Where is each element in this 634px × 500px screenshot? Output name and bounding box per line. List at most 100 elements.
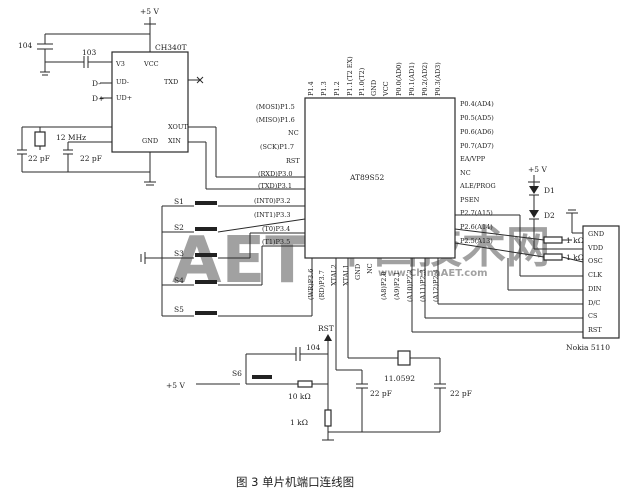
svg-text:S5: S5 (174, 305, 184, 314)
svg-text:S1: S1 (174, 197, 184, 206)
usb-dminus: D- (92, 79, 101, 88)
diode-d1-label: D1 (544, 186, 555, 195)
mcu-chip: AT89S52 P1.4 P1.3 P1.2 P1.1(T2 EX) P1.0(… (254, 56, 496, 302)
res-1k-a-label: 1 kΩ (566, 236, 584, 245)
svg-text:P1.4: P1.4 (307, 81, 315, 96)
power-label-reset: +5 V (166, 381, 185, 390)
svg-text:UD+: UD+ (116, 94, 132, 102)
cap-104-left-label: 104 (18, 41, 33, 50)
crystal-11m-label: 11.0592 (384, 374, 415, 383)
switch-bank: S1 S2 S3 S4 S5 (140, 197, 313, 317)
svg-text:(RD)P3.7: (RD)P3.7 (318, 270, 326, 300)
svg-text:P2.7(A15): P2.7(A15) (460, 209, 493, 217)
svg-text:P0.0(AD0): P0.0(AD0) (395, 62, 403, 96)
svg-text:XTAL2: XTAL2 (330, 264, 338, 286)
svg-text:CLK: CLK (588, 271, 602, 279)
svg-text:(RXD)P3.0: (RXD)P3.0 (258, 170, 293, 178)
power-top: +5 V 104 (18, 7, 159, 76)
svg-text:TXD: TXD (164, 78, 178, 86)
svg-text:P1.1(T2 EX): P1.1(T2 EX) (346, 56, 354, 96)
svg-text:S3: S3 (174, 249, 184, 258)
svg-text:V3: V3 (115, 60, 125, 68)
svg-text:(T0)P3.4: (T0)P3.4 (262, 225, 290, 233)
svg-text:(MISO)P1.6: (MISO)P1.6 (256, 116, 295, 124)
svg-text:GND: GND (588, 230, 604, 238)
ch340-part: CH340T (155, 43, 187, 52)
switch-s6[interactable]: S6 (232, 369, 298, 385)
svg-text:P1.0(T2): P1.0(T2) (358, 67, 366, 96)
svg-text:GND: GND (142, 137, 158, 145)
svg-text:GND: GND (370, 80, 378, 96)
svg-text:EA/VPP: EA/VPP (460, 155, 486, 163)
switch-s3[interactable]: S3 (162, 232, 305, 259)
svg-text:P0.5(AD5): P0.5(AD5) (460, 114, 494, 122)
svg-text:VDD: VDD (587, 244, 603, 252)
mcu-left-pins: (MOSI)P1.5 (MISO)P1.6 NC (SCK)P1.7 RST (… (254, 103, 300, 246)
usb-dplus: D+ (92, 94, 104, 103)
svg-text:RST: RST (588, 326, 602, 334)
cap-22pf-a-label: 22 pF (28, 154, 50, 163)
cap-22pf-d-label: 22 pF (450, 389, 472, 398)
svg-text:D/C: D/C (588, 299, 600, 307)
nokia-5110-lcd: GND VDD OSC CLK DIN D/C CS RST Nokia 511… (411, 165, 620, 352)
cap-22pf-b-label: 22 pF (80, 154, 102, 163)
switch-s2[interactable]: S2 (162, 218, 306, 233)
svg-text:OSC: OSC (588, 257, 603, 265)
mcu-right-pins: P0.4(AD4) P0.5(AD5) P0.6(AD6) P0.7(AD7) … (459, 100, 496, 245)
switch-s1[interactable]: S1 (162, 197, 305, 207)
diode-d2-label: D2 (544, 211, 555, 220)
svg-text:RST: RST (286, 157, 300, 165)
svg-text:XIN: XIN (168, 137, 181, 145)
svg-text:NC: NC (460, 169, 471, 177)
svg-text:S6: S6 (232, 369, 242, 378)
svg-text:(A10)P2.2: (A10)P2.2 (406, 269, 414, 302)
cap-103-label: 103 (82, 48, 97, 57)
svg-text:(INT0)P3.2: (INT0)P3.2 (254, 197, 291, 205)
svg-text:P2.5(A13): P2.5(A13) (460, 237, 493, 245)
switch-s4[interactable]: S4 (162, 245, 305, 286)
svg-text:(T1)P3.5: (T1)P3.5 (262, 238, 290, 246)
watermark-url: www.ChinaAET.com (378, 268, 488, 279)
svg-text:PSEN: PSEN (460, 196, 480, 204)
figure-caption: 图 3 单片机端口连线图 (236, 475, 354, 489)
power-label-lcd: +5 V (528, 165, 547, 174)
svg-text:P1.3: P1.3 (320, 81, 328, 96)
svg-text:P0.2(AD2): P0.2(AD2) (421, 62, 429, 96)
cap-104-reset-label: 104 (306, 343, 321, 352)
crystal-12mhz-circuit: 12 MHz 22 pF 22 pF (17, 126, 150, 173)
cap-22pf-c-label: 22 pF (370, 389, 392, 398)
svg-text:P0.7(AD7): P0.7(AD7) (460, 142, 494, 150)
svg-text:(TXD)P3.1: (TXD)P3.1 (258, 182, 292, 190)
res-10k-label: 10 kΩ (288, 392, 311, 401)
mcu-top-pins: P1.4 P1.3 P1.2 P1.1(T2 EX) P1.0(T2) GND … (307, 56, 442, 97)
svg-text:XOUT: XOUT (168, 123, 188, 131)
svg-text:DIN: DIN (588, 285, 602, 293)
svg-text:P0.4(AD4): P0.4(AD4) (460, 100, 494, 108)
svg-text:(SCK)P1.7: (SCK)P1.7 (260, 143, 294, 151)
mcu-bottom-pins: (WR)P3.6 (RD)P3.7 XTAL2 XTAL1 GND NC (A8… (307, 263, 440, 302)
reset-circuit: RST 104 +5 V S6 10 kΩ 1 kΩ (166, 324, 334, 441)
svg-text:P1.2: P1.2 (333, 81, 341, 96)
reset-label: RST (318, 324, 334, 333)
svg-text:NC: NC (288, 129, 299, 137)
power-label-top: +5 V (140, 7, 159, 16)
lcd-name: Nokia 5110 (566, 343, 610, 352)
svg-text:P0.3(AD3): P0.3(AD3) (434, 62, 442, 96)
svg-text:P2.6(A14): P2.6(A14) (460, 223, 493, 231)
svg-text:(A12)P2.4: (A12)P2.4 (432, 269, 440, 302)
mcu-part: AT89S52 (349, 173, 384, 182)
svg-text:UD-: UD- (116, 78, 129, 86)
svg-text:NC: NC (366, 263, 374, 274)
crystal-12mhz-label: 12 MHz (56, 133, 86, 142)
svg-text:VCC: VCC (143, 60, 159, 68)
svg-text:(INT1)P3.3: (INT1)P3.3 (254, 211, 291, 219)
res-1k-b-label: 1 kΩ (566, 253, 584, 262)
svg-text:(WR)P3.6: (WR)P3.6 (307, 269, 315, 300)
svg-text:(MOSI)P1.5: (MOSI)P1.5 (256, 103, 295, 111)
switch-s5[interactable]: S5 (162, 258, 313, 317)
svg-text:VCC: VCC (382, 81, 390, 97)
svg-text:GND: GND (354, 264, 362, 280)
serial-wires (188, 126, 305, 190)
